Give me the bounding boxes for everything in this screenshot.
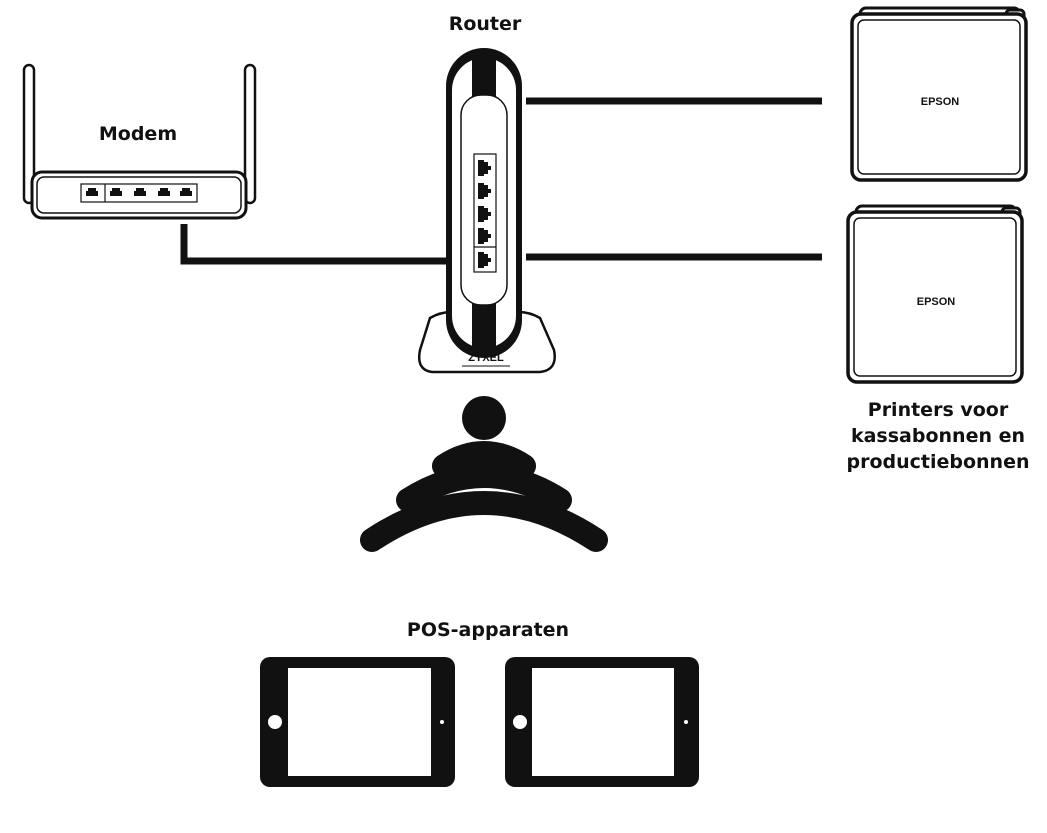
modem-label: Modem [99, 123, 177, 145]
router-label: Router [449, 13, 522, 35]
printer1-brand: EPSON [921, 96, 960, 108]
router-icon [418, 48, 556, 374]
tablet-icon [505, 657, 699, 787]
wifi-icon [360, 396, 608, 552]
printer2-brand: EPSON [917, 296, 956, 308]
printers-label-line3: productiebonnen [846, 451, 1029, 473]
modem-router-cable [180, 224, 446, 265]
printer-icon [850, 6, 1028, 182]
printer-icon [846, 204, 1024, 384]
modem-icon [22, 63, 257, 220]
printers-label-line2: kassabonnen en [851, 425, 1025, 447]
tablet-icon [260, 657, 455, 787]
printers-label-line1: Printers voor [868, 399, 1009, 421]
pos-label: POS-apparaten [407, 619, 569, 641]
router-brand: ZYXEL [468, 352, 504, 364]
cables [180, 97, 822, 265]
